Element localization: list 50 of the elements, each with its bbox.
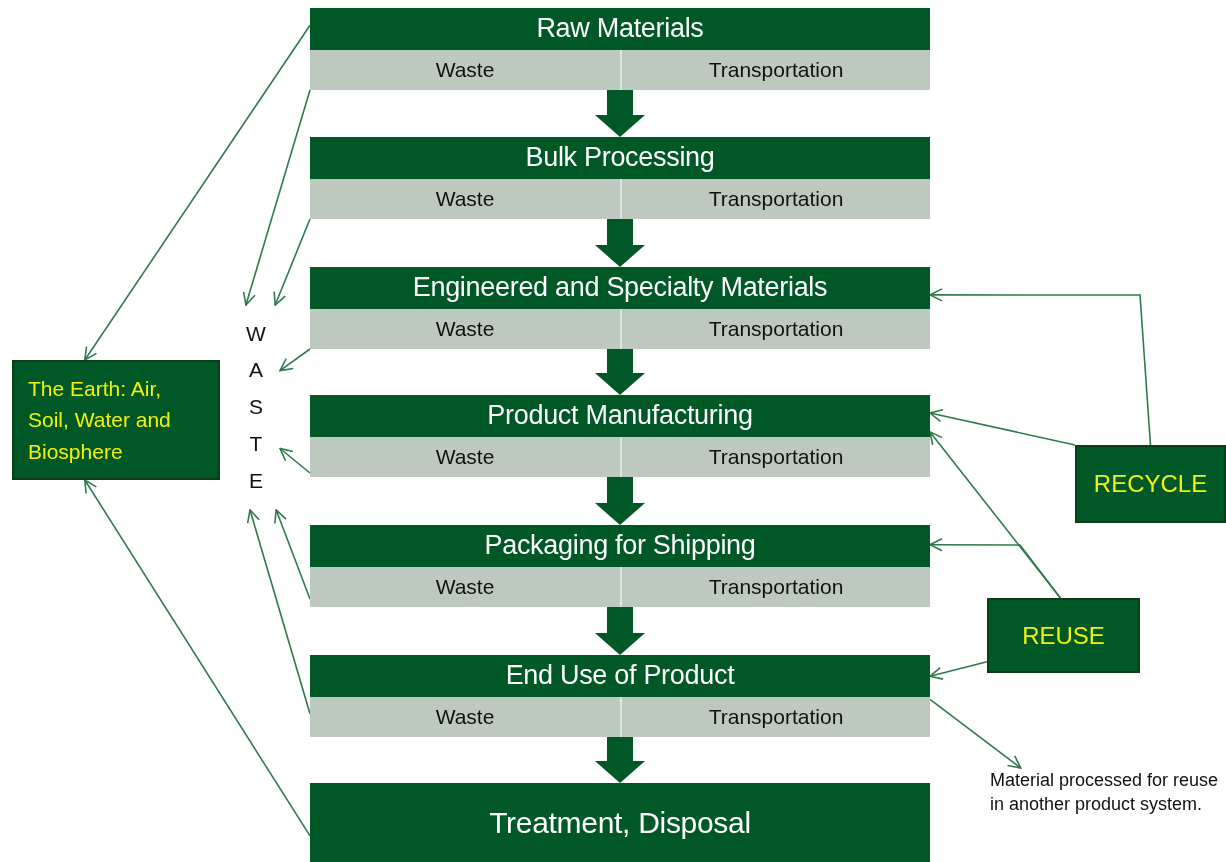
stage-box xyxy=(310,525,930,607)
arrow xyxy=(279,447,311,474)
table-cell: Waste xyxy=(310,309,620,349)
table-cell: Transportation xyxy=(620,697,930,737)
table-cell: Waste xyxy=(310,179,620,219)
table-cell: Waste xyxy=(310,567,620,607)
stage-box xyxy=(310,783,930,862)
table-cell: Transportation xyxy=(620,437,930,477)
stage-title: Raw Materials xyxy=(536,12,704,45)
block-arrow xyxy=(595,219,645,267)
stage-title: Treatment, Disposal xyxy=(489,804,751,841)
table-cell: Transportation xyxy=(620,309,930,349)
table-cell: Transportation xyxy=(620,50,930,90)
process-box: RECYCLE xyxy=(1075,445,1226,523)
stage-title: End Use of Product xyxy=(505,659,735,692)
table-cell: Waste xyxy=(310,437,620,477)
arrow xyxy=(246,509,311,715)
arrow xyxy=(84,479,311,837)
arrow xyxy=(273,218,311,306)
block-arrow xyxy=(595,90,645,137)
stage-title: Packaging for Shipping xyxy=(484,529,756,562)
stage-title: Engineered and Specialty Materials xyxy=(412,271,828,304)
arrow xyxy=(929,698,1022,769)
process-box: The Earth: Air, Soil, Water and Biosphere xyxy=(12,360,220,480)
arrow xyxy=(274,509,311,600)
note-text: Material processed for reuse in another product system. xyxy=(990,768,1226,860)
arrow xyxy=(929,537,1062,599)
arrow xyxy=(84,24,311,361)
arrow xyxy=(929,408,1076,446)
arrow xyxy=(242,89,311,306)
stage-title: Product Manufacturing xyxy=(487,399,753,432)
stage-box xyxy=(310,137,930,219)
arrow xyxy=(929,661,988,680)
block-arrow xyxy=(595,607,645,655)
table-cell: Transportation xyxy=(620,179,930,219)
stage-box xyxy=(310,655,930,737)
table-cell: Transportation xyxy=(620,567,930,607)
table-cell: Waste xyxy=(310,697,620,737)
stage-box xyxy=(310,395,930,477)
stage-box xyxy=(310,8,930,90)
process-box: REUSE xyxy=(987,598,1140,673)
block-arrow xyxy=(595,349,645,395)
arrow xyxy=(279,348,311,372)
block-arrow xyxy=(595,737,645,783)
stage-box xyxy=(310,267,930,349)
table-cell: Waste xyxy=(310,50,620,90)
arrow xyxy=(929,288,1152,446)
vertical-label: WASTE xyxy=(245,320,267,494)
block-arrow xyxy=(595,477,645,525)
stage-title: Bulk Processing xyxy=(525,141,715,174)
